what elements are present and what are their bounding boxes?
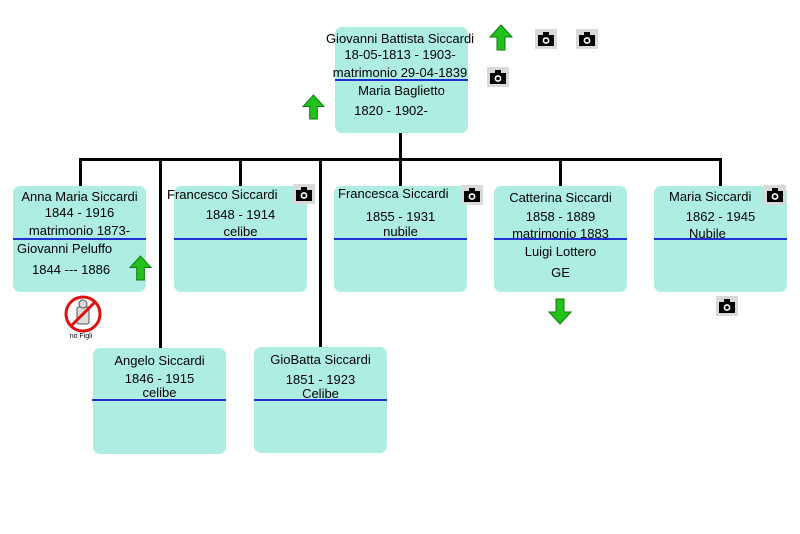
root-dates: 18-05-1813 - 1903-: [344, 47, 456, 62]
connector-root-down: [399, 133, 402, 160]
anna-maria-divider: [13, 238, 146, 240]
root-spouse-name: Maria Baglietto: [358, 83, 445, 98]
angelo-dates: 1846 - 1915: [124, 371, 195, 386]
angelo-status: celibe: [142, 385, 177, 400]
camera-icon[interactable]: [716, 296, 738, 316]
connector-drop-1: [79, 158, 82, 186]
maria-status: Nubile: [689, 226, 726, 241]
root-marriage: matrimonio 29-04-1839: [332, 65, 468, 80]
connector-drop-giobatta: [319, 158, 322, 348]
connector-drop-3: [399, 158, 402, 186]
francesco-dates: 1848 - 1914: [205, 207, 276, 222]
francesca-name: Francesca Siccardi: [338, 186, 449, 201]
root-divider: [335, 79, 468, 81]
person-card-angelo[interactable]: [93, 348, 226, 454]
maria-dates: 1862 - 1945: [685, 209, 756, 224]
connector-drop-4: [559, 158, 562, 186]
camera-icon[interactable]: [293, 184, 315, 204]
connector-drop-angelo: [159, 158, 162, 348]
angelo-divider: [92, 399, 226, 401]
connector-drop-5: [719, 158, 722, 186]
catterina-name: Catterina Siccardi: [509, 190, 612, 205]
catterina-divider: [494, 238, 627, 240]
francesco-status: celibe: [223, 224, 258, 239]
maria-divider: [654, 238, 787, 240]
anna-maria-dates: 1844 - 1916: [44, 205, 115, 220]
catterina-spouse-name: Luigi Lottero: [524, 244, 597, 259]
francesca-dates: 1855 - 1931: [365, 209, 436, 224]
camera-icon[interactable]: [764, 185, 786, 205]
green-up-arrow-icon[interactable]: [128, 255, 153, 286]
camera-icon[interactable]: [576, 29, 598, 49]
green-down-arrow-icon[interactable]: [547, 298, 573, 330]
giobatta-name: GioBatta Siccardi: [270, 352, 371, 367]
francesca-status: nubile: [383, 224, 418, 239]
maria-name: Maria Siccardi: [669, 189, 752, 204]
connector-drop-2: [239, 158, 242, 186]
camera-icon[interactable]: [487, 67, 509, 87]
no-children-label: no Figli: [69, 333, 93, 340]
francesco-divider: [174, 238, 307, 240]
francesca-divider: [334, 238, 467, 240]
angelo-name: Angelo Siccardi: [114, 353, 205, 368]
catterina-marriage: matrimonio 1883: [512, 226, 609, 241]
root-spouse-dates: 1820 - 1902-: [354, 103, 428, 118]
root-name: Giovanni Battista Siccardi: [325, 31, 475, 46]
giobatta-dates: 1851 - 1923: [285, 372, 356, 387]
giobatta-divider: [254, 399, 387, 401]
green-up-arrow-icon[interactable]: [301, 94, 326, 125]
no-children-icon: [62, 295, 104, 340]
anna-maria-spouse-dates: 1844 --- 1886: [32, 262, 111, 277]
catterina-dates: 1858 - 1889: [525, 209, 596, 224]
francesco-name: Francesco Siccardi: [167, 187, 278, 202]
anna-maria-marriage: matrimonio 1873-: [28, 223, 131, 238]
anna-maria-name: Anna Maria Siccardi: [21, 189, 138, 204]
green-up-arrow-icon[interactable]: [488, 24, 514, 56]
camera-icon[interactable]: [461, 185, 483, 205]
giobatta-status: Celibe: [302, 386, 339, 401]
catterina-spouse-place: GE: [551, 265, 570, 280]
anna-maria-spouse-name: Giovanni Peluffo: [17, 241, 113, 256]
camera-icon[interactable]: [535, 29, 557, 49]
